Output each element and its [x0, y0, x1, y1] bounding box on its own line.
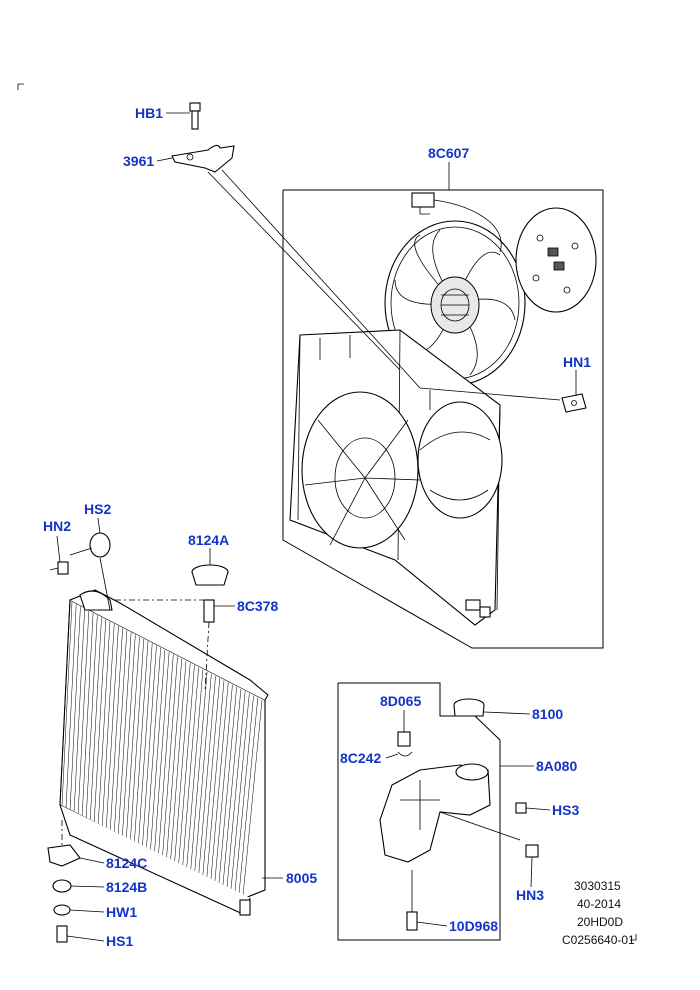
- radiator-fin-line: [242, 699, 263, 897]
- radiator-fin-line: [130, 639, 145, 841]
- radiator-fin-line: [150, 649, 166, 851]
- radiator-illustration: [59, 589, 269, 916]
- radiator-fin-line: [101, 623, 115, 827]
- radiator-fin-line: [218, 686, 237, 885]
- radiator-fin-line: [77, 610, 90, 815]
- fan-assembly-box: [282, 189, 604, 649]
- radiator-fin-line: [194, 673, 212, 873]
- expansion-tank-box: [337, 682, 501, 941]
- grommet-8124a-illustration: [191, 564, 229, 586]
- callout-8100[interactable]: 8100: [532, 706, 563, 722]
- hn2-nut-illustration: [49, 561, 69, 575]
- fan-shroud-illustration: [289, 329, 503, 626]
- washer-hw1-illustration: [53, 904, 71, 916]
- radiator-fin-line: [118, 632, 132, 835]
- radiator-fin-line: [134, 641, 149, 843]
- callout-hs1[interactable]: HS1: [106, 933, 133, 949]
- radiator-fin-line: [146, 647, 161, 849]
- callout-8124c[interactable]: 8124C: [106, 855, 147, 871]
- callout-3961[interactable]: 3961: [123, 153, 154, 169]
- radiator-fin-line: [142, 645, 157, 847]
- radiator-fin-line: [81, 612, 94, 817]
- radiator-fin-line: [114, 630, 128, 833]
- hb1-bolt-illustration: [189, 102, 201, 130]
- radiator-fin-line: [214, 684, 233, 883]
- radiator-fin-line: [110, 628, 123, 831]
- radiator-fin-line: [69, 606, 81, 811]
- leader-lines: [56, 112, 577, 942]
- radiator-fin-line: [162, 656, 178, 857]
- radiator-fin-line: [206, 680, 225, 879]
- radiator-fin-line: [234, 695, 254, 893]
- callout-8124a[interactable]: 8124A: [188, 532, 229, 548]
- sensor-8d065-illustration: [397, 731, 411, 747]
- callout-8005[interactable]: 8005: [286, 870, 317, 886]
- bush-8124b-illustration: [52, 879, 72, 893]
- callout-hs3[interactable]: HS3: [552, 802, 579, 818]
- radiator-fin-line: [190, 671, 208, 871]
- meta-code: 20HD0D: [577, 915, 623, 929]
- radiator-fin-line: [238, 697, 259, 895]
- callout-8c242[interactable]: 8C242: [340, 750, 381, 766]
- callout-hb1[interactable]: HB1: [135, 105, 163, 121]
- meta-ref-number: 3030315: [574, 879, 621, 893]
- radiator-fin-line: [198, 676, 216, 875]
- callout-hn1[interactable]: HN1: [563, 354, 591, 370]
- radiator-fin-line: [230, 693, 250, 891]
- clip-8c242-illustration: [397, 751, 413, 757]
- meta-date: 40-2014: [577, 897, 621, 911]
- radiator-fin-line: [178, 665, 195, 865]
- clip-hn3-illustration: [525, 844, 539, 858]
- expansion-tank-illustration: [379, 763, 521, 863]
- radiator-fin-line: [61, 601, 73, 807]
- callout-hs2[interactable]: HS2: [84, 501, 111, 517]
- radiator-fin-line: [93, 619, 107, 823]
- callout-8c378[interactable]: 8C378: [237, 598, 278, 614]
- hose-10d968-illustration: [406, 870, 418, 931]
- radiator-fin-line: [122, 634, 136, 837]
- radiator-fin-line: [73, 608, 85, 813]
- mount-8124c-illustration: [47, 844, 81, 867]
- radiator-fin-line: [85, 615, 98, 819]
- radiator-fin-line: [186, 669, 204, 869]
- sensor-8c378-illustration: [203, 599, 215, 691]
- callout-8c607[interactable]: 8C607: [428, 145, 469, 161]
- radiator-fin-line: [126, 636, 140, 839]
- bracket-3961-illustration: [171, 144, 235, 173]
- radiator-fin-line: [170, 660, 187, 861]
- radiator-fin-line: [202, 678, 221, 877]
- meta-corner-mark: [630, 934, 637, 941]
- radiator-fin-line: [97, 621, 111, 825]
- radiator-fin-line: [226, 691, 246, 889]
- radiator-fin-line: [182, 667, 199, 867]
- radiator-fin-line: [210, 682, 229, 881]
- radiator-fin-line: [166, 658, 183, 859]
- radiator-fin-line: [154, 652, 170, 853]
- callout-8a080[interactable]: 8A080: [536, 758, 577, 774]
- screw-hs1-illustration: [56, 925, 68, 943]
- callout-hn2[interactable]: HN2: [43, 518, 71, 534]
- callout-8d065[interactable]: 8D065: [380, 693, 421, 709]
- radiator-fin-line: [222, 689, 242, 887]
- radiator-fin-line: [89, 617, 102, 821]
- callout-hw1[interactable]: HW1: [106, 904, 137, 920]
- meta-image-id: C0256640-01: [562, 933, 635, 947]
- cap-8100-illustration: [453, 698, 485, 717]
- callout-10d968[interactable]: 10D968: [449, 918, 498, 934]
- clip-hs3-illustration: [515, 802, 527, 814]
- fan-clip-illustration: [561, 393, 587, 413]
- corner-mark: [17, 83, 24, 90]
- hs2-stud-illustration: [69, 532, 111, 611]
- radiator-fin-line: [158, 654, 174, 855]
- fan-backing-plate: [515, 207, 597, 313]
- radiator-fin-line: [65, 604, 77, 809]
- radiator-fin-line: [138, 643, 153, 845]
- radiator-fin-line: [174, 662, 191, 863]
- radiator-fin-line: [105, 625, 119, 829]
- callout-8124b[interactable]: 8124B: [106, 879, 147, 895]
- callout-hn3[interactable]: HN3: [516, 887, 544, 903]
